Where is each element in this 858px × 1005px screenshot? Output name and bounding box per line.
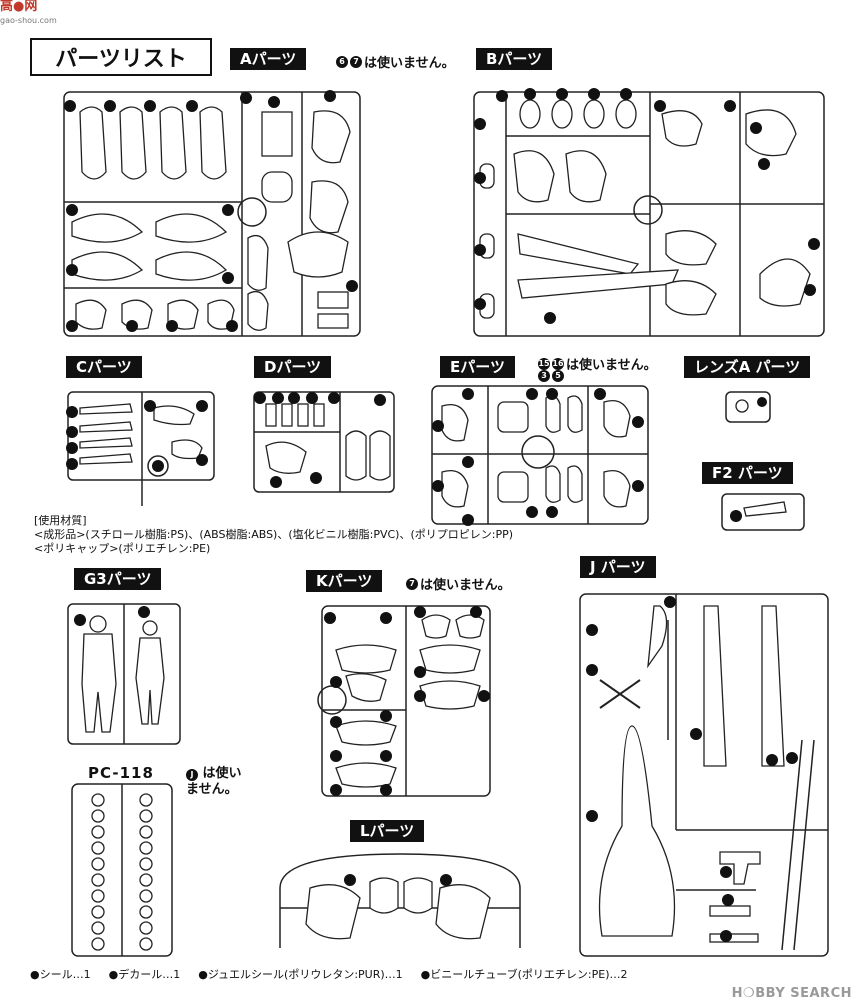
runner-l-diagram xyxy=(279,853,521,948)
section-label-a: Aパーツ xyxy=(230,48,307,70)
runner-d-diagram xyxy=(253,391,395,493)
runner-lens-a-diagram xyxy=(725,391,771,423)
section-label-k: Kパーツ xyxy=(306,570,383,592)
polycap-ring xyxy=(91,905,105,919)
polycap-ring xyxy=(139,889,153,903)
materials-heading: [使用材質] xyxy=(34,514,87,527)
polycap-ring xyxy=(139,793,153,807)
polycap-ring xyxy=(139,841,153,855)
runner-f2-diagram xyxy=(721,493,805,531)
section-label-c: Cパーツ xyxy=(66,356,142,378)
footer-item: ●ビニールチューブ(ポリエチレン:PE)…2 xyxy=(420,968,628,981)
site-watermark-logo: 高●网 gao-shou.com xyxy=(0,0,57,25)
polycap-ring xyxy=(91,937,105,951)
runner-g3-diagram xyxy=(67,603,181,745)
part-number-markers xyxy=(64,90,358,332)
polycap-ring xyxy=(91,825,105,839)
runner-k-diagram xyxy=(317,605,491,797)
polycap-ring xyxy=(139,825,153,839)
polycap-ring xyxy=(139,921,153,935)
polycap-ring xyxy=(91,841,105,855)
materials-line-2: <ポリキャップ>(ポリエチレン:PE) xyxy=(34,542,211,555)
footer-item: ●ジュエルシール(ポリウレタン:PUR)…1 xyxy=(198,968,403,981)
accessories-list: ●シール…1 ●デカール…1 ●ジュエルシール(ポリウレタン:PUR)…1 ●ビ… xyxy=(30,966,627,982)
runner-j-diagram xyxy=(579,593,829,957)
polycap-ring xyxy=(139,873,153,887)
section-pc118-note: J は使い ません。 xyxy=(186,766,242,797)
polycap-ring xyxy=(139,809,153,823)
polycap-ring xyxy=(91,873,105,887)
materials-line-1: <成形品>(スチロール樹脂:PS)、(ABS樹脂:ABS)、(塩化ビニル樹脂:P… xyxy=(34,528,514,541)
polycap-ring xyxy=(91,809,105,823)
section-label-j: J パーツ xyxy=(580,556,656,578)
polycap-ring xyxy=(139,857,153,871)
runner-pc118-diagram xyxy=(71,783,173,957)
section-label-lens-a: レンズA パーツ xyxy=(684,356,811,378)
polycap-ring xyxy=(139,937,153,951)
section-label-e: Eパーツ xyxy=(440,356,515,378)
hobby-search-watermark: H❍BBY SEARCH xyxy=(731,986,852,1001)
polycap-ring xyxy=(91,857,105,871)
section-label-b: Bパーツ xyxy=(476,48,553,70)
section-label-d: Dパーツ xyxy=(254,356,332,378)
section-label-pc118: PC-118 xyxy=(88,764,154,782)
section-label-f2: F2 パーツ xyxy=(702,462,793,484)
polycap-ring xyxy=(91,889,105,903)
section-label-g3: G3パーツ xyxy=(74,568,162,590)
runner-b-diagram xyxy=(473,88,825,337)
footer-item: ●デカール…1 xyxy=(108,968,181,981)
runner-e-diagram xyxy=(431,385,649,526)
footer-item: ●シール…1 xyxy=(30,968,91,981)
polycap-ring xyxy=(91,793,105,807)
section-label-l: Lパーツ xyxy=(350,820,425,842)
polycap-ring xyxy=(91,921,105,935)
materials-block: [使用材質] <成形品>(スチロール樹脂:PS)、(ABS樹脂:ABS)、(塩化… xyxy=(34,514,513,556)
runner-c-diagram xyxy=(66,391,215,506)
polycap-ring xyxy=(139,905,153,919)
runner-a-diagram xyxy=(63,90,361,337)
page-title: パーツリスト xyxy=(30,38,212,76)
